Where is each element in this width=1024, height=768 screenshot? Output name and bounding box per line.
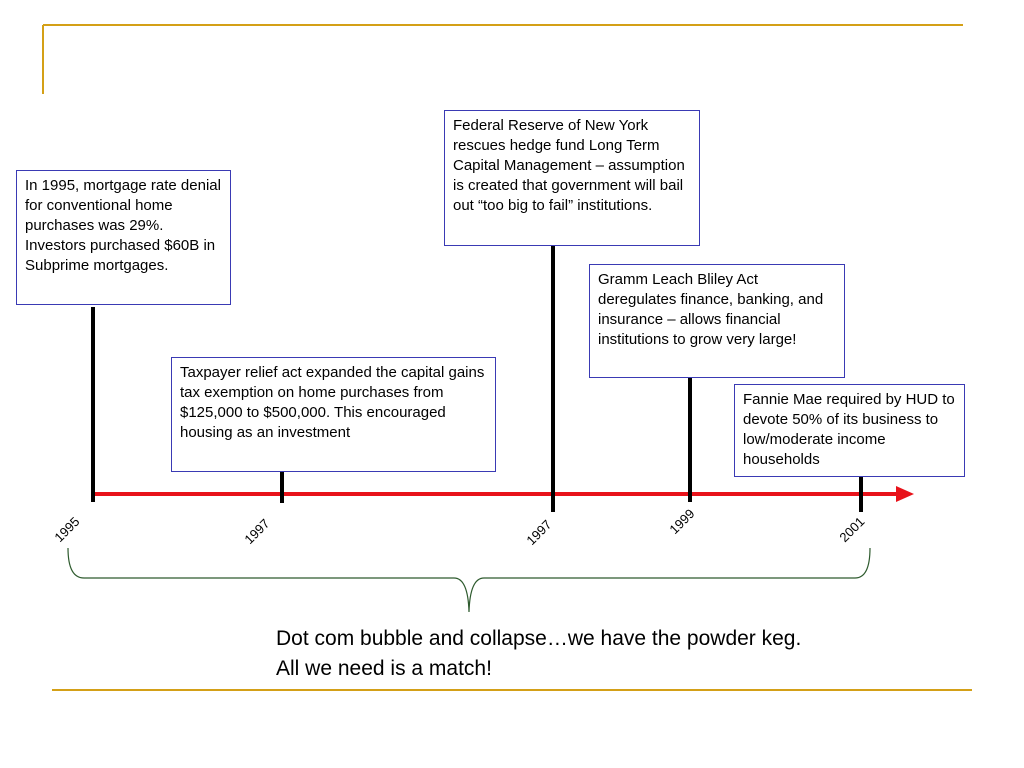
event-box-glba: Gramm Leach Bliley Act deregulates finan… xyxy=(589,264,845,378)
caption: Dot com bubble and collapse…we have the … xyxy=(276,624,801,684)
caption-line-1: Dot com bubble and collapse…we have the … xyxy=(276,627,802,650)
timeline-arrowhead xyxy=(896,486,914,502)
event-box-1995: In 1995, mortgage rate denial for conven… xyxy=(16,170,231,305)
brace xyxy=(67,547,871,613)
event-box-fannie-mae: Fannie Mae required by HUD to devote 50%… xyxy=(734,384,965,477)
event-box-ltcm: Federal Reserve of New York rescues hedg… xyxy=(444,110,700,246)
event-box-taxpayer-relief: Taxpayer relief act expanded the capital… xyxy=(171,357,496,472)
caption-line-2: All we need is a match! xyxy=(276,657,492,680)
